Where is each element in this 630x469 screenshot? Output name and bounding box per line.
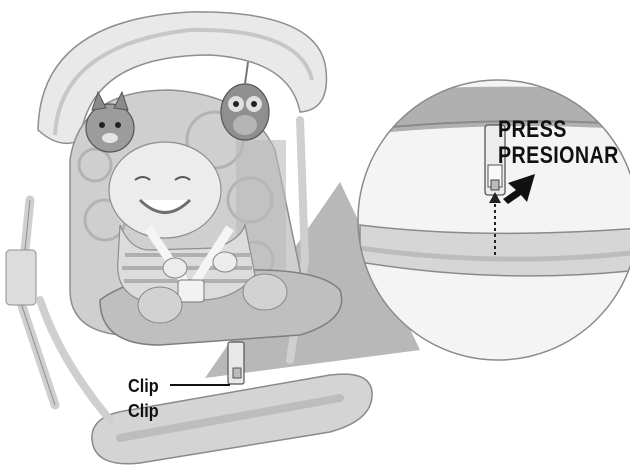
clip-label-es: Clip	[128, 401, 159, 422]
clip-label-en: Clip	[128, 376, 159, 397]
press-label: PRESS	[498, 116, 567, 144]
zoom-detail-circle	[358, 80, 630, 360]
leg-housing	[6, 250, 36, 305]
owl-toy	[221, 84, 269, 140]
presionar-label: PRESIONAR	[498, 142, 619, 170]
